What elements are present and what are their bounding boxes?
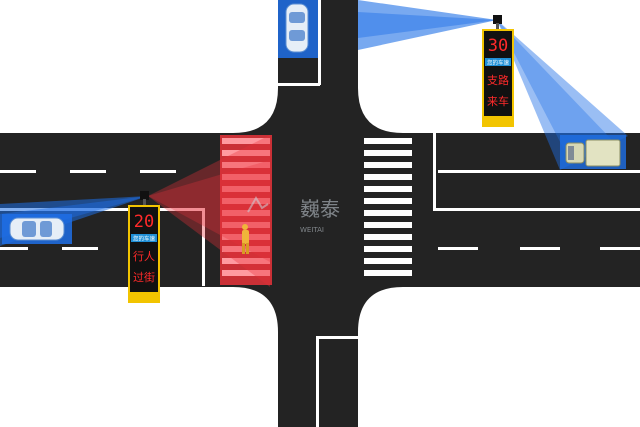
- watermark-sub: WEITAI: [300, 226, 324, 234]
- beam-crosswalk: [148, 135, 270, 287]
- crosswalk-east: [364, 138, 412, 276]
- crosswalk-stripe: [364, 150, 412, 156]
- crosswalk-stripe: [364, 138, 412, 144]
- message-line2: 过街: [133, 270, 155, 284]
- crosswalk-stripe: [222, 186, 270, 192]
- message-line1: 支路: [487, 74, 509, 87]
- watermark-logo: 巍泰 WEITAI: [247, 196, 340, 234]
- crosswalk-stripe: [364, 222, 412, 228]
- sign-housing: [130, 207, 158, 292]
- crosswalk-stripe: [364, 174, 412, 180]
- speed-readout: 30: [488, 36, 508, 56]
- pedestrian-icon: [242, 224, 249, 254]
- message-line2: 来车: [487, 94, 509, 108]
- truck-icon: [565, 139, 621, 167]
- crosswalk-stripe: [364, 198, 412, 204]
- crosswalk-stripe: [222, 138, 270, 144]
- crosswalk-stripe: [222, 210, 270, 216]
- message-line1: 行人: [133, 250, 155, 263]
- beam-crosswalk-inner: [148, 160, 270, 262]
- crosswalk-stripe: [222, 198, 270, 204]
- crosswalk-stripe: [222, 162, 270, 168]
- beam-east-inner: [497, 20, 612, 165]
- watermark-brand: 巍泰: [300, 197, 340, 221]
- beam-north-inner: [358, 12, 497, 38]
- speed-sign-left: 20 您的车速 行人 过街: [128, 191, 160, 303]
- crosswalk-stripe: [364, 234, 412, 240]
- speed-sign-right: 30 您的车速 支路 来车: [482, 15, 514, 127]
- crosswalk-stripe: [364, 162, 412, 168]
- speed-readout: 20: [134, 212, 154, 232]
- car-icon: [285, 3, 309, 53]
- crosswalk-stripe: [222, 150, 270, 156]
- crosswalk-stripe: [222, 174, 270, 180]
- crosswalk-stripe: [222, 270, 270, 276]
- car-icon: [9, 217, 65, 241]
- crosswalk-stripe: [364, 270, 412, 276]
- beam-east: [497, 20, 628, 170]
- crosswalk-stripe: [364, 246, 412, 252]
- crosswalk-stripe: [364, 186, 412, 192]
- speed-header: 您的车速: [487, 59, 510, 67]
- radar-sensor-icon: [493, 15, 502, 24]
- beam-north: [358, 0, 497, 50]
- sign-housing: [484, 31, 512, 116]
- crosswalk-stripe: [222, 258, 270, 264]
- crosswalk-stripe: [364, 258, 412, 264]
- speed-header: 您的车速: [133, 235, 156, 243]
- crosswalk-stripe: [364, 210, 412, 216]
- radar-sensor-icon: [140, 191, 149, 200]
